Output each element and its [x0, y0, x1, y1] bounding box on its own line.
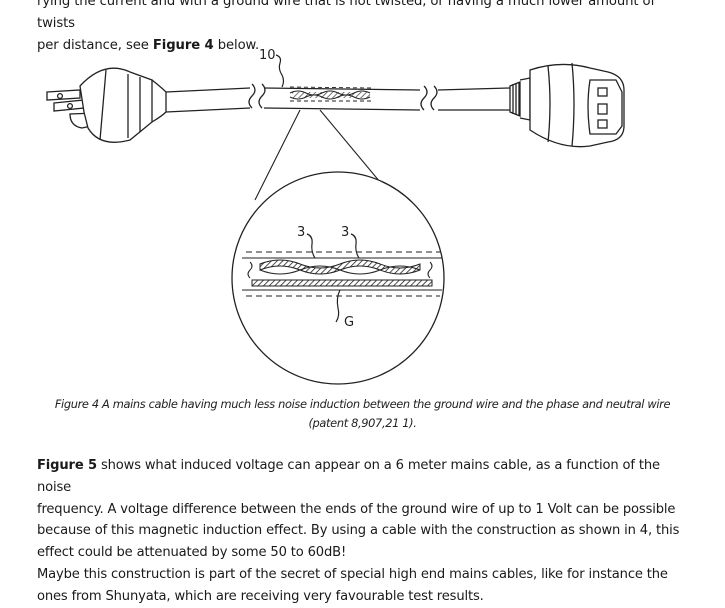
intro-line-1: rying the current and with a ground wire… — [37, 0, 656, 31]
caption-line-1: Figure 4 A mains cable having much less … — [54, 397, 671, 411]
caption-line-2: (patent 8,907,21 1). — [308, 416, 417, 430]
wire-label-3b: 3 — [341, 225, 349, 240]
cable-label-10: 10 — [259, 48, 276, 63]
body-paragraphs: Figure 5 shows what induced voltage can … — [37, 455, 682, 608]
wire-label-3a: 3 — [297, 225, 305, 240]
p2-line-2: ones from Shunyata, which are receiving … — [37, 588, 484, 604]
magnified-detail-drawing — [231, 171, 445, 385]
paragraph-shunyata: Maybe this construction is part of the s… — [37, 564, 682, 608]
p1-line-2: frequency. A voltage difference between … — [37, 501, 676, 517]
p1-line-3: because of this magnetic induction effec… — [37, 523, 680, 539]
ground-label-g: G — [344, 315, 354, 330]
intro-line-2-prefix: per distance, see — [37, 38, 153, 53]
figure-5-reference: Figure 5 — [37, 458, 97, 473]
figure-4-caption: Figure 4 A mains cable having much less … — [30, 395, 695, 433]
figure-4-patent-drawing: 10 3 3 G — [46, 48, 625, 385]
iec-connector-drawing — [509, 62, 625, 148]
plug-drawing — [46, 67, 167, 143]
p2-line-1: Maybe this construction is part of the s… — [37, 566, 668, 582]
cable-drawing — [165, 83, 511, 113]
p1-line-4: effect could be attenuated by some 50 to… — [37, 545, 347, 561]
intro-paragraph: rying the current and with a ground wire… — [37, 0, 677, 57]
intro-line-2-suffix: below. — [213, 38, 260, 53]
paragraph-figure-5: Figure 5 shows what induced voltage can … — [37, 455, 682, 564]
p1-line-1: shows what induced voltage can appear on… — [37, 458, 660, 495]
figure-4-reference: Figure 4 — [152, 38, 214, 53]
